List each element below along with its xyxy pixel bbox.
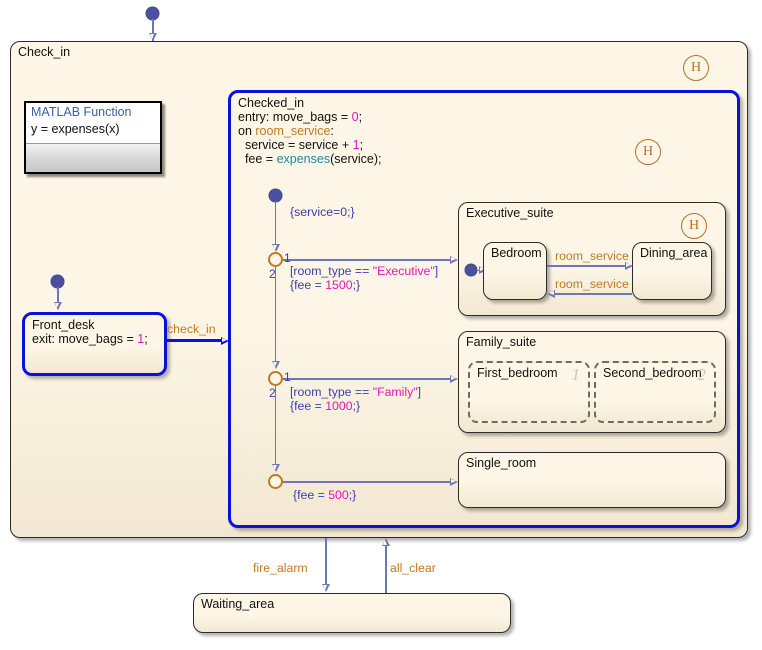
transition-to-executive-line[interactable] [283, 259, 455, 261]
state-checked-in-body-1: service = service + 1; [238, 138, 364, 152]
default-transition-line-top [152, 19, 154, 41]
matlab-function-title: MATLAB Function [31, 105, 132, 119]
state-front-desk[interactable]: Front_desk exit: move_bags = 1; [22, 312, 167, 376]
state-executive-suite-label: Executive_suite [466, 206, 554, 220]
junction-executive[interactable] [268, 252, 283, 267]
history-icon-checked-in[interactable]: H [635, 139, 661, 165]
transition-to-family-arrow [450, 374, 458, 383]
default-transition-arrow-front-desk [53, 302, 62, 310]
junction-chain-line-2 [274, 386, 276, 468]
default-transition-dot-inner [269, 189, 282, 202]
junction-chain-arrow-1 [271, 361, 280, 369]
junction-family[interactable] [268, 371, 283, 386]
junction-chain-arrow-2 [271, 464, 280, 472]
junction-chain-line-1 [274, 267, 276, 365]
state-dining-area-label: Dining_area [640, 246, 708, 260]
state-waiting-area[interactable]: Waiting_area [193, 593, 511, 633]
transition-single-action: {fee = 500;} [293, 488, 357, 502]
transition-all-clear-arrow [382, 538, 390, 546]
junction-family-order-1: 1 [284, 370, 291, 384]
matlab-function-signature: y = expenses(x) [31, 122, 120, 136]
state-second-bedroom[interactable]: Second_bedroom 2 [594, 361, 716, 423]
transition-bedroom-to-dining-label: room_service [555, 249, 629, 263]
default-transition-dot-top [146, 7, 159, 20]
transition-bedroom-to-dining-line[interactable] [547, 265, 626, 267]
state-single-room[interactable]: Single_room [458, 452, 726, 508]
transition-to-executive-arrow [450, 255, 458, 264]
default-transition-line-inner [274, 201, 276, 250]
state-front-desk-label: Front_desk [32, 318, 95, 332]
junction-single[interactable] [268, 474, 283, 489]
state-bedroom[interactable]: Bedroom [483, 242, 547, 300]
default-transition-arrow-top [148, 33, 157, 41]
transition-fire-alarm-label: fire_alarm [253, 561, 308, 575]
transition-family-condition: [room_type == "Family"] [290, 385, 422, 399]
history-icon-check-in[interactable]: H [683, 55, 709, 81]
state-checked-in-label: Checked_in [238, 96, 305, 110]
default-transition-line-front-desk [57, 287, 59, 309]
state-front-desk-action: exit: move_bags = 1; [32, 332, 148, 346]
transition-dining-to-bedroom-label: room_service [555, 277, 629, 291]
transition-all-clear-line[interactable] [385, 543, 387, 593]
state-checked-in-on-event: on room_service: [238, 124, 334, 138]
state-checked-in-entry: entry: move_bags = 0; [238, 110, 363, 124]
transition-bedroom-to-dining-arrow [625, 262, 633, 270]
transition-to-single-line[interactable] [283, 481, 455, 483]
transition-check-in-line[interactable] [167, 339, 225, 342]
state-first-bedroom-label: First_bedroom [477, 366, 558, 380]
state-check-in-label: Check_in [18, 45, 71, 59]
transition-family-action: {fee = 1000;} [290, 399, 361, 413]
junction-executive-order-1: 1 [284, 251, 291, 265]
state-first-bedroom-order: 1 [571, 365, 581, 384]
junction-executive-order-2: 2 [269, 267, 276, 281]
state-first-bedroom[interactable]: First_bedroom 1 [468, 361, 590, 423]
default-transition-dot-bedroom [465, 264, 477, 276]
default-transition-arrow-inner [271, 244, 280, 252]
state-dining-area[interactable]: Dining_area [632, 242, 712, 300]
state-family-suite-label: Family_suite [466, 335, 537, 349]
transition-to-single-arrow [450, 477, 458, 486]
matlab-function-block[interactable]: MATLAB Function y = expenses(x) [24, 101, 162, 174]
state-bedroom-label: Bedroom [491, 246, 542, 260]
matlab-function-body [26, 143, 160, 172]
inner-default-action-label: {service=0;} [290, 205, 355, 219]
transition-check-in-label: check_in [167, 322, 216, 336]
transition-fire-alarm-line[interactable] [325, 538, 327, 588]
junction-family-order-2: 2 [269, 386, 276, 400]
default-transition-dot-front-desk [51, 275, 64, 288]
state-single-room-label: Single_room [466, 456, 537, 470]
transition-all-clear-label: all_clear [390, 561, 436, 575]
history-icon-executive-suite[interactable]: H [681, 213, 707, 239]
transition-executive-condition: [room_type == "Executive"] [290, 264, 439, 278]
state-waiting-area-label: Waiting_area [201, 597, 275, 611]
transition-fire-alarm-arrow [322, 584, 330, 592]
transition-to-family-line[interactable] [283, 378, 455, 380]
transition-executive-action: {fee = 1500;} [290, 278, 361, 292]
transition-dining-to-bedroom-line[interactable] [553, 293, 632, 295]
state-second-bedroom-label: Second_bedroom [603, 366, 702, 380]
state-checked-in-body-2: fee = expenses(service); [238, 152, 382, 166]
transition-check-in-arrow [221, 336, 229, 345]
state-second-bedroom-order: 2 [697, 365, 707, 384]
transition-dining-to-bedroom-arrow [547, 290, 555, 298]
